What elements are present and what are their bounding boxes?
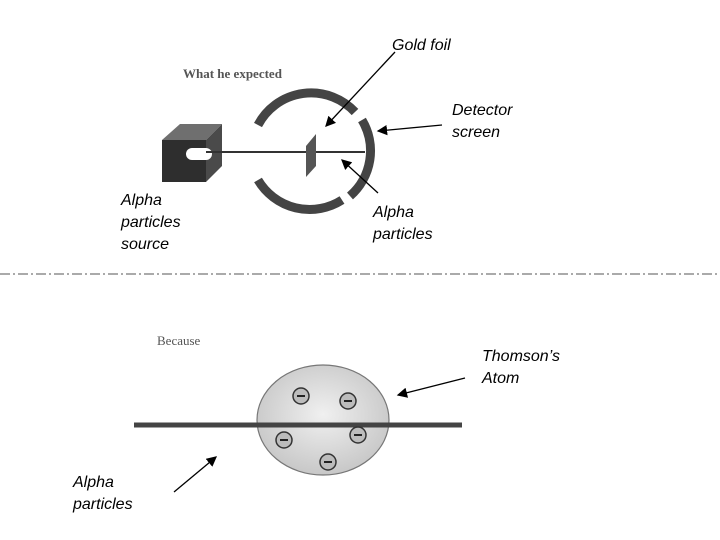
detector-screen — [254, 88, 376, 214]
gold-foil-label: Gold foil — [392, 37, 451, 54]
detector-screen-arrow — [376, 124, 443, 136]
gold-foil-arrow — [325, 51, 396, 127]
electron — [349, 426, 367, 444]
electron — [275, 431, 293, 449]
alpha-source-box — [162, 124, 222, 182]
thomson-atom-label: Thomson’s Atom — [482, 348, 560, 387]
alpha-particles-arrow — [341, 159, 379, 194]
bottom-caption: Because — [157, 333, 201, 348]
bottom-alpha-particles-label: Alpha particles — [73, 474, 133, 513]
alpha-source-label: Alpha particles source — [121, 192, 181, 253]
thomson-atom-arrow — [396, 377, 466, 398]
alpha-particles-label: Alpha particles — [373, 204, 433, 243]
electron — [292, 387, 310, 405]
electron — [339, 392, 357, 410]
top-caption: What he expected — [183, 66, 282, 81]
thomson-atom — [256, 364, 390, 476]
electron — [319, 453, 337, 471]
detector-screen-label: Detector screen — [452, 102, 513, 141]
gold-foil — [306, 134, 316, 177]
bottom-alpha-arrow — [173, 456, 217, 493]
electrons-group — [275, 387, 367, 471]
